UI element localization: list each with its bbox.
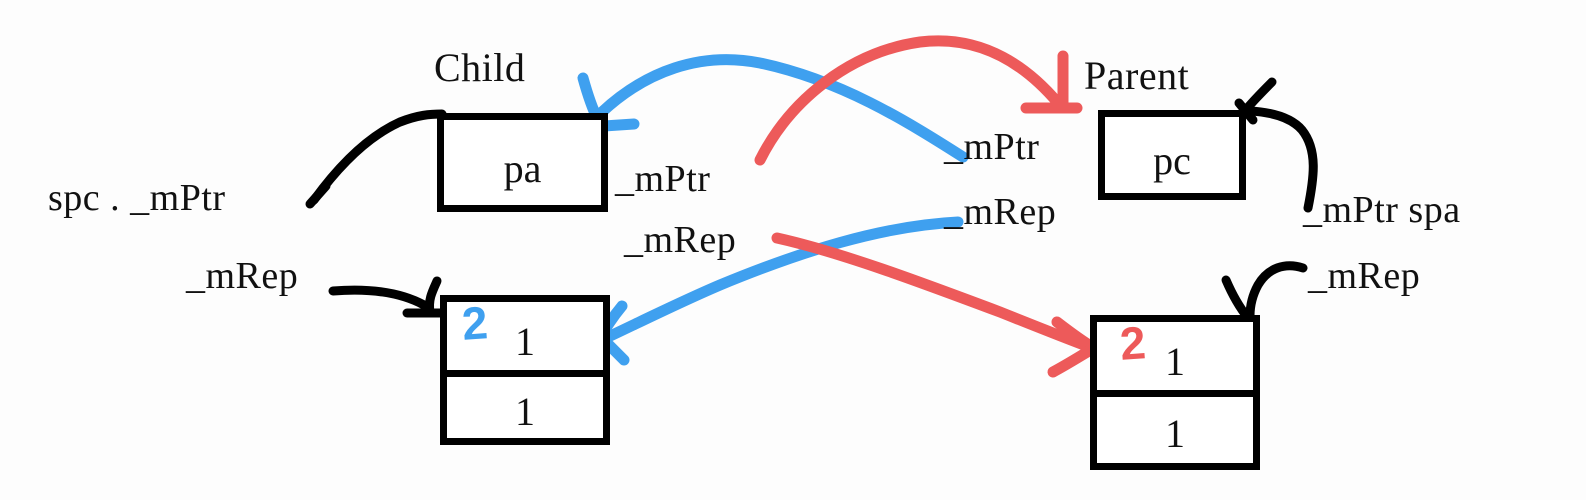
object-box-pa[interactable]: pa (437, 113, 608, 212)
object-box-pc-label: pc (1153, 137, 1191, 183)
refcount-right-divider (1097, 390, 1253, 397)
label-parent-mptr: _mPtr (944, 126, 1040, 168)
label-left-mrep: _mRep (186, 255, 299, 297)
refcount-left-divider (447, 370, 603, 377)
red-arrow-upper-reassign (754, 35, 1083, 166)
black-arrow-right-mrep-to-refcount (1221, 261, 1308, 323)
heading-child: Child (434, 45, 526, 90)
heading-parent: Parent (1084, 53, 1190, 98)
red-arrow-lower-refcount (771, 232, 1100, 378)
refcount-box-left[interactable]: 1 1 (440, 295, 610, 445)
label-child-mptr: _mPtr (615, 158, 711, 200)
refcount-right-bottom: 1 (1165, 410, 1185, 456)
refcount-box-right[interactable]: 1 1 (1090, 315, 1260, 470)
refcount-left-top-original: 1 (515, 318, 535, 364)
black-arrow-spc-mptr-to-pa (305, 109, 447, 209)
label-right-mrep: _mRep (1308, 255, 1421, 297)
black-arrow-spa-mptr-to-pc (1234, 77, 1318, 213)
object-box-pc[interactable]: pc (1098, 110, 1246, 200)
refcount-right-top-original: 1 (1165, 338, 1185, 384)
black-arrow-left-mrep-to-refcount (328, 276, 445, 318)
object-box-pa-label: pa (503, 145, 542, 191)
label-spc-mptr: spc . _mPtr (48, 177, 226, 219)
label-parent-mrep: _mRep (944, 191, 1057, 233)
label-spa-mptr: _mPtr spa (1303, 189, 1461, 231)
refcount-left-bottom: 1 (515, 388, 535, 434)
label-child-mrep: _mRep (624, 219, 737, 261)
